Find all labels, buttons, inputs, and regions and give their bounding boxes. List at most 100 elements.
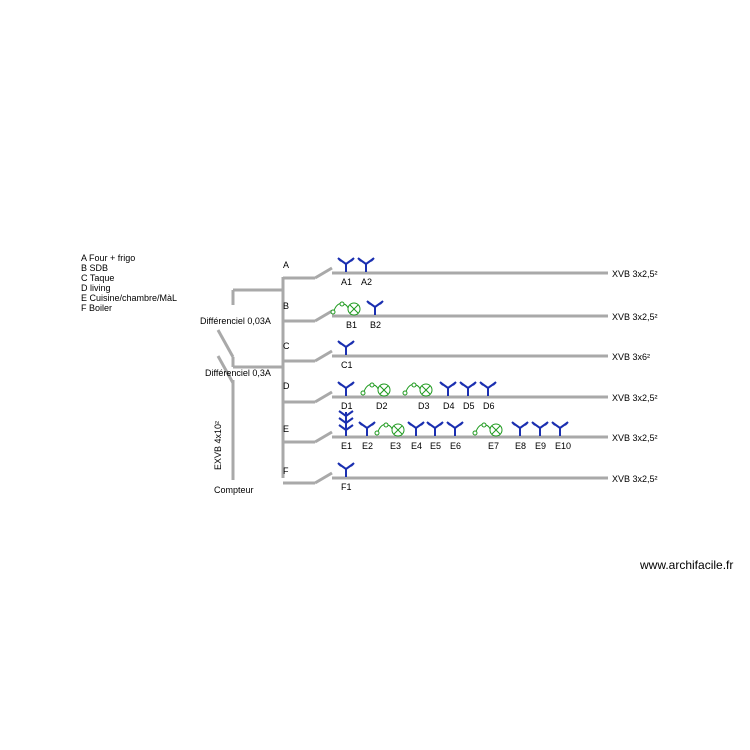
- light-switch-icon: [472, 422, 503, 437]
- socket-icon: [439, 381, 457, 396]
- legend-item: A Four + frigo: [81, 253, 136, 263]
- socket-tip: [439, 421, 444, 426]
- socket-icon: [511, 421, 529, 436]
- diagram-texts: Différenciel 0,03A Différenciel 0,3A EXV…: [200, 260, 658, 495]
- device-label: A1: [341, 277, 352, 287]
- circuit-letter: C: [283, 341, 290, 351]
- cable-label: XVB 3x2,5²: [612, 269, 658, 279]
- socket-arms: [338, 410, 354, 418]
- socket-tip: [479, 381, 484, 386]
- socket-tip: [350, 381, 355, 386]
- light-switch-icon: [402, 382, 433, 397]
- lamp-circle: [391, 423, 405, 437]
- device-label: B2: [370, 320, 381, 330]
- device-label: F1: [341, 482, 352, 492]
- socket-icon: [459, 381, 477, 396]
- socket-tip: [357, 257, 362, 262]
- lamp-circle: [347, 302, 361, 316]
- socket-tip: [439, 381, 444, 386]
- differential-1-switch: [216, 329, 235, 358]
- circuit-letter: A: [283, 260, 289, 270]
- socket-tip: [366, 300, 371, 305]
- watermark: www.archifacile.fr: [640, 558, 734, 572]
- device-label: E8: [515, 441, 526, 451]
- circuit-breaker: [314, 471, 333, 485]
- meter-label: Compteur: [214, 485, 254, 495]
- socket-tip: [551, 421, 556, 426]
- switch-dot: [411, 382, 417, 388]
- socket-tip: [420, 421, 425, 426]
- switch-dot: [339, 301, 345, 307]
- device-label: E6: [450, 441, 461, 451]
- socket-icon: [358, 421, 376, 436]
- device-label: E7: [488, 441, 499, 451]
- circuit-breaker: [314, 390, 333, 404]
- device-label: D5: [463, 401, 475, 411]
- socket-icon: [446, 421, 464, 436]
- socket-tip: [544, 421, 549, 426]
- circuit-breaker: [314, 266, 333, 280]
- light-switch-icon: [360, 382, 391, 397]
- lamp-cross: [393, 425, 403, 435]
- socket-icon: [366, 300, 384, 315]
- lamp-cross: [349, 304, 359, 314]
- lamp-cross: [491, 425, 501, 435]
- legend-item: F Boiler: [81, 303, 113, 313]
- socket-tip: [337, 257, 342, 262]
- device-label: D4: [443, 401, 455, 411]
- circuit-letter: E: [283, 424, 289, 434]
- legend: A Four + frigo B SDB C Taque D living E …: [81, 253, 177, 313]
- legend-item: D living: [81, 283, 111, 293]
- socket-arms: [338, 424, 354, 432]
- circuit-letter: D: [283, 381, 290, 391]
- socket-icon: [531, 421, 549, 436]
- circuit-breaker: [314, 309, 333, 323]
- socket-tip: [337, 381, 342, 386]
- device-label: E10: [555, 441, 571, 451]
- socket-tip: [407, 421, 412, 426]
- socket-tip: [337, 340, 342, 345]
- device-label: D2: [376, 401, 388, 411]
- device-label: D3: [418, 401, 430, 411]
- light-switch-icon: [330, 301, 361, 316]
- device-label: E4: [411, 441, 422, 451]
- socket-tip: [350, 340, 355, 345]
- socket-tip: [370, 257, 375, 262]
- device-label: B1: [346, 320, 357, 330]
- devices: [330, 257, 569, 477]
- socket-tip: [371, 421, 376, 426]
- socket-tip: [531, 421, 536, 426]
- socket-tip: [452, 381, 457, 386]
- feed-cable-label: EXVB 4x10²: [213, 421, 223, 470]
- circuit-breaker: [314, 349, 333, 363]
- socket-tip: [337, 462, 342, 467]
- legend-item: E Cuisine/chambre/MàL: [81, 293, 178, 303]
- socket-tip: [350, 462, 355, 467]
- socket-tip: [446, 421, 451, 426]
- cable-label: XVB 3x2,5²: [612, 393, 658, 403]
- socket-tip: [350, 257, 355, 262]
- socket-icon: [337, 340, 355, 355]
- device-label: E9: [535, 441, 546, 451]
- switch-dot: [402, 390, 408, 396]
- light-switch-icon: [374, 422, 405, 437]
- socket-icon: [337, 381, 355, 396]
- socket-icon: [357, 257, 375, 272]
- lamp-circle: [419, 383, 433, 397]
- socket-icon: [479, 381, 497, 396]
- switch-dot: [330, 309, 336, 315]
- switch-dot: [360, 390, 366, 396]
- switch-dot: [481, 422, 487, 428]
- differential-1-label: Différenciel 0,03A: [200, 316, 271, 326]
- device-label: E5: [430, 441, 441, 451]
- socket-tip: [426, 421, 431, 426]
- socket-tip: [472, 381, 477, 386]
- multi-socket-icon: [338, 410, 354, 436]
- socket-tip: [379, 300, 384, 305]
- socket-icon: [407, 421, 425, 436]
- circuit-breaker: [314, 430, 333, 444]
- device-label: A2: [361, 277, 372, 287]
- lamp-circle: [489, 423, 503, 437]
- legend-item: C Taque: [81, 273, 115, 283]
